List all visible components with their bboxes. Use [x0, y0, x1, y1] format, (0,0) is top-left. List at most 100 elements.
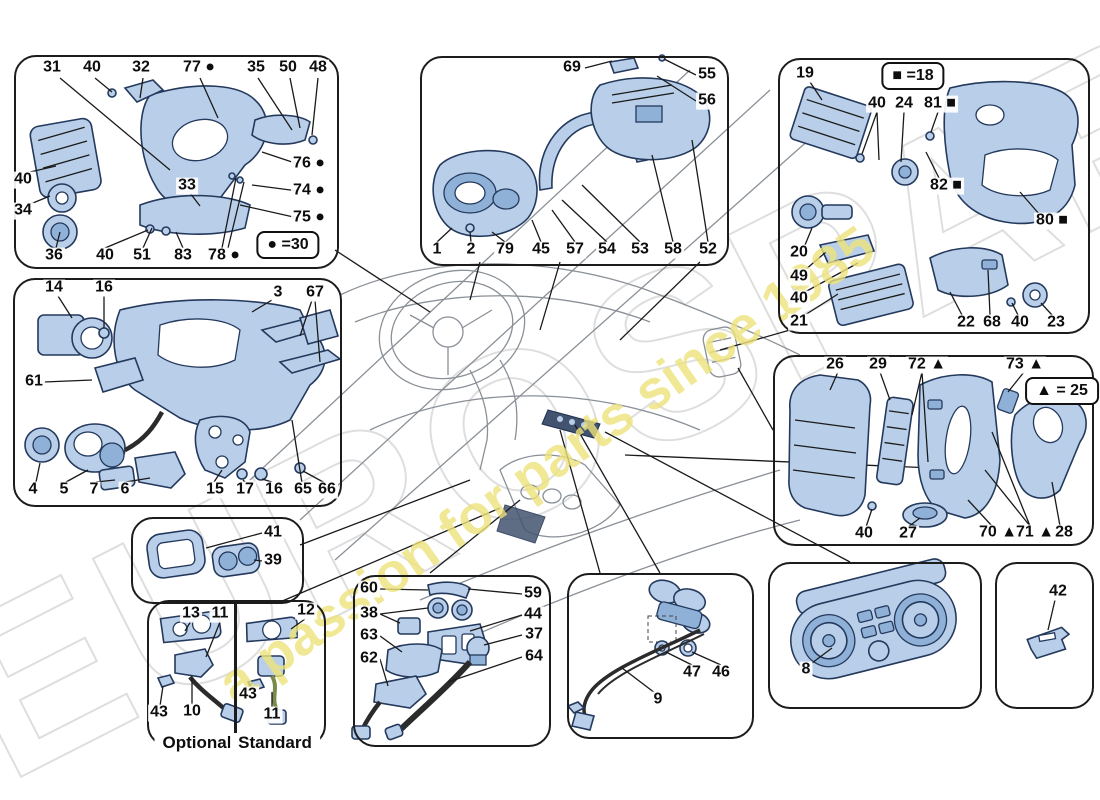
part-callout-7: 7: [87, 480, 101, 499]
part-callout-2: 2: [464, 240, 478, 259]
dashboard-line-art: [249, 69, 981, 656]
part-callout-33: 33: [176, 176, 198, 195]
part-callout-82: 82 ■: [928, 176, 964, 195]
part-callout-26: 26: [824, 355, 846, 374]
part-callout-60: 60: [358, 579, 380, 598]
part-callout-21: 21: [788, 312, 810, 331]
part-callout-56: 56: [696, 91, 718, 110]
part-callout-61: 61: [23, 372, 45, 391]
console-switch-art: [146, 529, 263, 579]
part-callout-79: 79: [494, 240, 516, 259]
climate-leader: [811, 647, 833, 664]
part-callout-23: 23: [1045, 313, 1067, 332]
part-callout-40: 40: [1009, 313, 1031, 332]
part-callout-71: 71 ▲: [1013, 523, 1057, 542]
part-callout-80: 80 ■: [1034, 211, 1070, 230]
panel-cable-assembly: [567, 573, 754, 739]
part-callout-58: 58: [662, 240, 684, 259]
optional-standard-art: [156, 610, 306, 725]
part-callout-40: 40: [788, 289, 810, 308]
part-callout-62: 62: [358, 649, 380, 668]
part-callout-47: 47: [681, 663, 703, 682]
part-callout-35: 35: [245, 58, 267, 77]
part-callout-49: 49: [788, 267, 810, 286]
part-callout-50: 50: [277, 58, 299, 77]
part-callout-11: 11: [209, 604, 231, 623]
part-callout-51: 51: [131, 246, 153, 265]
center-vents-art: [788, 371, 1087, 528]
part-callout-38: 38: [358, 604, 380, 623]
part-callout-55: 55: [696, 65, 718, 84]
part-callout-43: 43: [148, 703, 170, 722]
part-callout-53: 53: [629, 240, 651, 259]
part-callout-15: 15: [204, 480, 226, 499]
part-callout-78: 78 ●: [206, 246, 242, 265]
legend-dot: ● =30: [256, 231, 320, 259]
part-callout-40: 40: [12, 170, 34, 189]
part-callout-17: 17: [234, 480, 256, 499]
part-callout-67: 67: [304, 283, 326, 302]
part-callout-65: 65: [292, 480, 314, 499]
panel-retaining-clip: [995, 562, 1094, 709]
legend-square: ■ =18: [881, 62, 945, 90]
part-callout-1: 1: [430, 240, 444, 259]
part-callout-12: 12: [295, 601, 317, 620]
part-callout-40: 40: [81, 58, 103, 77]
part-callout-40: 40: [94, 246, 116, 265]
steering-wheel: [378, 269, 526, 391]
part-callout-81: 81 ■: [922, 94, 958, 113]
steering-column-shrouds-art: [27, 77, 319, 250]
part-callout-66: 66: [316, 480, 338, 499]
panel-climate-control-unit: [768, 562, 982, 709]
part-callout-45: 45: [530, 240, 552, 259]
panel-tunnel-control-assembly: [353, 575, 551, 747]
part-callout-48: 48: [307, 58, 329, 77]
instrument-cluster-art: [432, 54, 711, 243]
part-callout-16: 16: [263, 480, 285, 499]
part-callout-39: 39: [262, 551, 284, 570]
console-bridge: [496, 454, 621, 544]
part-callout-68: 68: [981, 313, 1003, 332]
part-callout-10: 10: [181, 702, 203, 721]
part-callout-8: 8: [799, 660, 813, 679]
part-callout-70: 70 ▲: [976, 523, 1020, 542]
part-callout-6: 6: [118, 480, 132, 499]
center-stack-switches: [541, 409, 601, 439]
panel-console-switch: [131, 517, 304, 604]
part-callout-11: 11: [261, 705, 283, 724]
part-callout-75: 75 ●: [291, 208, 327, 227]
part-callout-41: 41: [262, 523, 284, 542]
part-callout-72: 72 ▲: [905, 355, 949, 374]
part-callout-5: 5: [57, 480, 71, 499]
part-callout-63: 63: [358, 626, 380, 645]
part-callout-27: 27: [897, 524, 919, 543]
part-callout-34: 34: [12, 201, 34, 220]
part-callout-4: 4: [26, 480, 40, 499]
panel-dashboard-lh-trim: [13, 278, 342, 507]
panel-center-console-vents: [773, 355, 1094, 546]
part-callout-29: 29: [867, 355, 889, 374]
panel-optional-standard-switches: [147, 600, 326, 747]
part-callout-22: 22: [955, 313, 977, 332]
panel-dashboard-rh-trim: [778, 58, 1090, 334]
caption-optional: Optional: [154, 733, 240, 753]
part-callout-43: 43: [237, 685, 259, 704]
part-callout-13: 13: [180, 604, 202, 623]
part-callout-3: 3: [271, 283, 285, 302]
part-callout-73: 73 ▲: [1003, 355, 1047, 374]
part-callout-9: 9: [651, 690, 665, 709]
part-callout-36: 36: [43, 246, 65, 265]
part-callout-32: 32: [130, 58, 152, 77]
part-callout-28: 28: [1053, 523, 1075, 542]
part-callout-77: 77 ●: [181, 58, 217, 77]
part-callout-40: 40: [853, 524, 875, 543]
part-callout-20: 20: [788, 243, 810, 262]
part-callout-46: 46: [710, 663, 732, 682]
part-callout-44: 44: [522, 605, 544, 624]
panel-instrument-cluster: [420, 56, 729, 266]
part-callout-24: 24: [893, 94, 915, 113]
part-callout-52: 52: [697, 240, 719, 259]
